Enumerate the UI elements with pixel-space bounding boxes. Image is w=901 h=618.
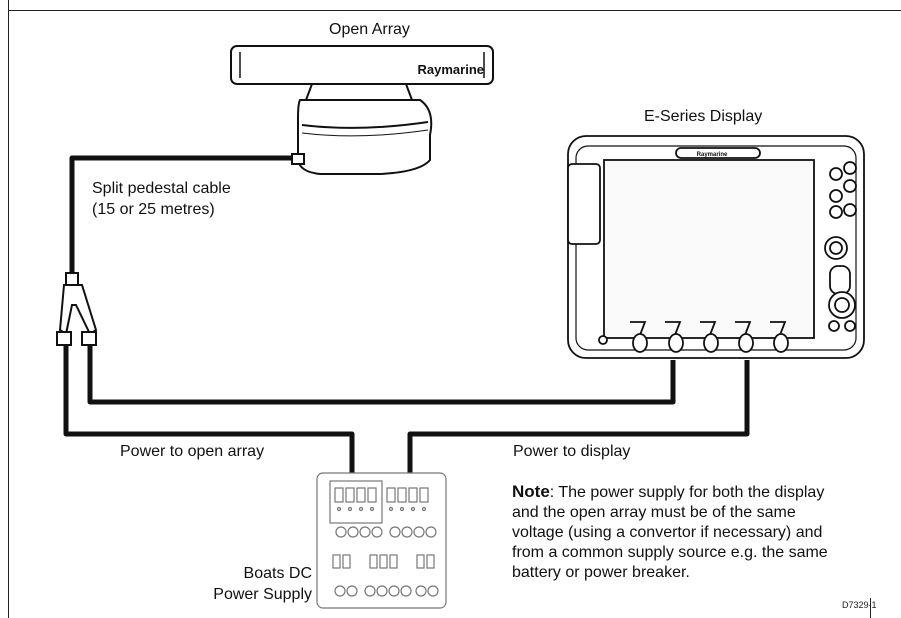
e-series-display-icon xyxy=(567,135,865,359)
display-brand-text: Raymarine xyxy=(697,152,728,158)
power-supply-label-line1: Boats DC xyxy=(243,565,312,582)
e-series-display-label: E-Series Display xyxy=(644,108,763,125)
frame-border-top xyxy=(8,0,901,11)
power-to-display-cable xyxy=(407,360,750,480)
power-to-display-label: Power to display xyxy=(513,443,631,460)
cable-splitter-icon xyxy=(56,272,98,346)
pedestal-cable-label-line1: Split pedestal cable xyxy=(92,180,231,197)
pedestal-cable-label-line2: (15 or 25 metres) xyxy=(92,201,215,218)
antenna-brand-text: Raymarine xyxy=(418,62,484,77)
power-to-open-array-cable xyxy=(63,345,355,480)
frame-border-right xyxy=(870,598,871,618)
note-heading: Note xyxy=(512,482,550,501)
cables xyxy=(63,155,750,480)
figure-code: D7329-1 xyxy=(842,600,877,610)
note-body: : The power supply for both the display … xyxy=(512,484,828,581)
softkeys xyxy=(630,321,789,353)
power-to-open-array-label: Power to open array xyxy=(120,443,265,460)
power-supply-panel-icon xyxy=(316,472,447,609)
open-array-label: Open Array xyxy=(329,21,410,38)
note-text: Note: The power supply for both the disp… xyxy=(512,482,842,583)
pedestal-cable-top xyxy=(69,155,300,275)
frame-border-left xyxy=(8,10,9,618)
power-supply-label-line2: Power Supply xyxy=(213,586,312,603)
open-array-icon xyxy=(230,45,494,175)
pedestal-to-display-cable xyxy=(87,345,676,405)
